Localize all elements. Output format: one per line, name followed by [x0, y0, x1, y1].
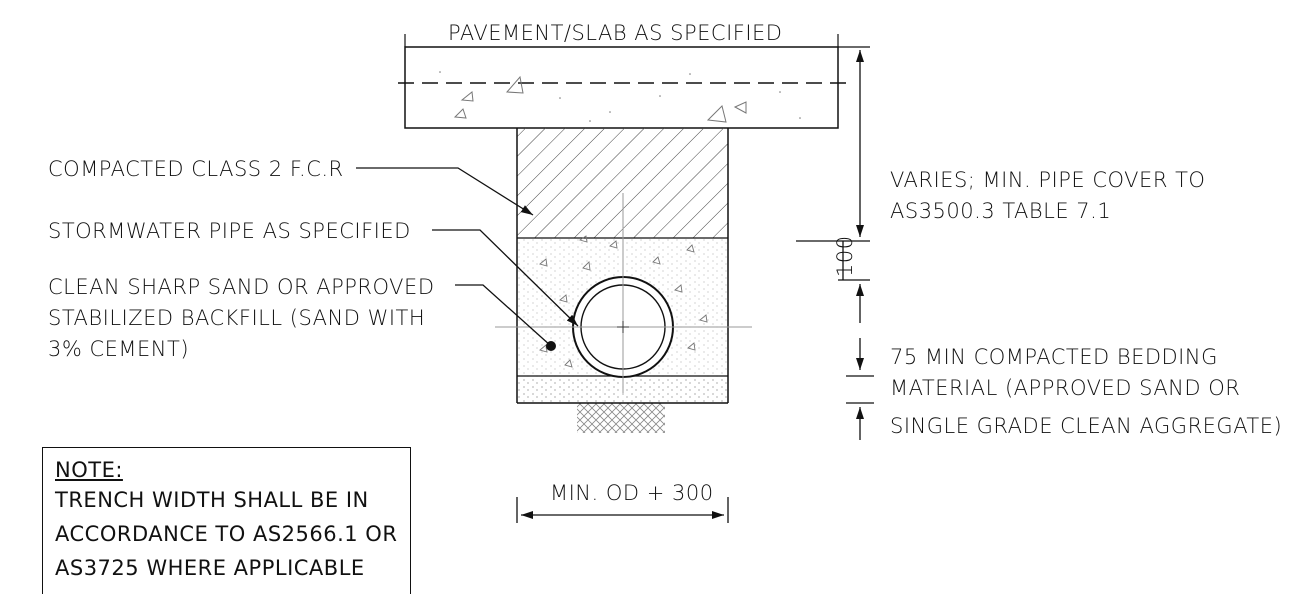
note-line3: AS3725 WHERE APPLICABLE: [55, 556, 365, 580]
vertical-dimension: [796, 46, 874, 440]
width-dimension: [516, 497, 729, 523]
pavement-label: PAVEMENT/SLAB AS SPECIFIED: [448, 21, 782, 45]
pipe-label: STORMWATER PIPE AS SPECIFIED: [48, 219, 411, 243]
cover-label-line2: AS3500.3 TABLE 7.1: [890, 199, 1111, 223]
dim-100-label: 100: [833, 235, 857, 277]
leader-lines: [356, 167, 579, 347]
width-label: MIN. OD + 300: [550, 481, 714, 505]
bedding-label-line3: SINGLE GRADE CLEAN AGGREGATE): [890, 414, 1282, 438]
note-line2: ACCORDANCE TO AS2566.1 OR: [55, 522, 398, 546]
bedding-label-line1: 75 MIN COMPACTED BEDDING: [890, 345, 1218, 369]
fcr-label: COMPACTED CLASS 2 F.C.R: [48, 157, 344, 181]
bedding-label-line2: MATERIAL (APPROVED SAND OR: [890, 376, 1240, 400]
backfill-label-line2: STABILIZED BACKFILL (SAND WITH: [48, 306, 425, 330]
note-line1: TRENCH WIDTH SHALL BE IN: [55, 488, 369, 512]
note-heading: NOTE:: [55, 458, 123, 482]
pavement-slab: [398, 34, 850, 129]
cover-label-line1: VARIES; MIN. PIPE COVER TO: [890, 168, 1205, 192]
pipe: [495, 193, 752, 393]
backfill-label-line1: CLEAN SHARP SAND OR APPROVED: [48, 275, 434, 299]
backfill-label-line3: 3% CEMENT): [48, 337, 189, 361]
note-box: [42, 447, 411, 594]
